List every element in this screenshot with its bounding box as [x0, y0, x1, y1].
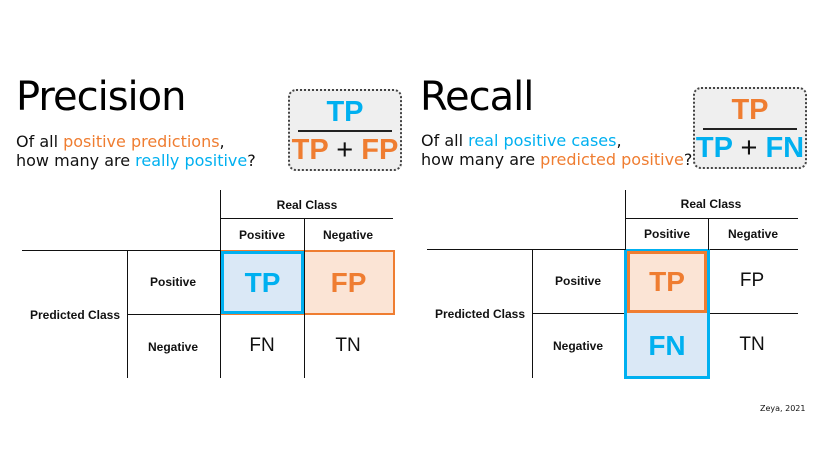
plus: +	[740, 132, 758, 164]
term: FN	[765, 132, 805, 164]
highlight: predicted positive	[540, 150, 684, 169]
col-positive: Positive	[238, 228, 286, 242]
numerator: TP	[326, 96, 364, 128]
row-negative: Negative	[552, 339, 604, 353]
divider	[708, 218, 709, 250]
divider	[22, 250, 220, 251]
term: FP	[361, 134, 399, 166]
row-positive: Positive	[149, 275, 197, 289]
precision-formula: TP TP + FP	[288, 89, 402, 171]
divider	[710, 313, 798, 314]
text: how many are	[421, 150, 541, 169]
divider	[710, 249, 798, 250]
divider	[220, 190, 221, 378]
plus: +	[336, 134, 354, 166]
fp-cell: FP	[304, 252, 393, 313]
col-negative: Negative	[727, 227, 779, 241]
recall-formula: TP TP + FN	[693, 87, 807, 169]
tn-cell: TN	[739, 334, 765, 355]
text: Of all	[16, 132, 64, 151]
highlight: real positive cases	[468, 131, 617, 150]
precision-question: Of all positive predictions, how many ar…	[16, 132, 256, 170]
text: how many are	[16, 151, 136, 170]
precision-title: Precision	[16, 74, 186, 120]
numerator: TP	[731, 94, 769, 126]
divider	[532, 313, 624, 314]
text: ,	[219, 132, 225, 151]
fp-cell: FP	[739, 270, 765, 291]
term: TP	[291, 134, 329, 166]
divider	[304, 218, 305, 378]
tp-cell: TP	[627, 251, 707, 313]
row-negative: Negative	[147, 340, 199, 354]
text: ?	[683, 150, 693, 169]
col-positive: Positive	[643, 227, 691, 241]
predicted-class-label: Predicted Class	[434, 307, 526, 321]
text: Of all	[421, 131, 469, 150]
denominator: TP + FN	[695, 132, 805, 165]
divider	[427, 249, 625, 250]
predicted-class-label: Predicted Class	[29, 308, 121, 322]
recall-question: Of all real positive cases, how many are…	[421, 131, 692, 169]
real-class-label: Real Class	[680, 197, 742, 211]
row-positive: Positive	[554, 274, 602, 288]
text: ?	[247, 151, 256, 170]
divider	[625, 218, 798, 219]
term: TP	[695, 132, 733, 164]
denominator: TP + FP	[290, 134, 400, 167]
fraction-bar	[703, 128, 797, 130]
recall-title: Recall	[420, 74, 534, 120]
text: ,	[616, 131, 622, 150]
signature: Zeya, 2021	[760, 404, 806, 413]
divider	[625, 190, 626, 250]
divider	[127, 314, 220, 315]
divider	[220, 218, 393, 219]
col-negative: Negative	[322, 228, 374, 242]
real-class-label: Real Class	[276, 198, 338, 212]
fraction-bar	[298, 130, 392, 132]
tn-cell: TN	[335, 335, 361, 356]
highlight: positive predictions	[63, 132, 220, 151]
tp-cell: TP	[221, 251, 304, 314]
highlight: really positive	[135, 151, 248, 170]
fn-cell: FN	[249, 335, 275, 356]
